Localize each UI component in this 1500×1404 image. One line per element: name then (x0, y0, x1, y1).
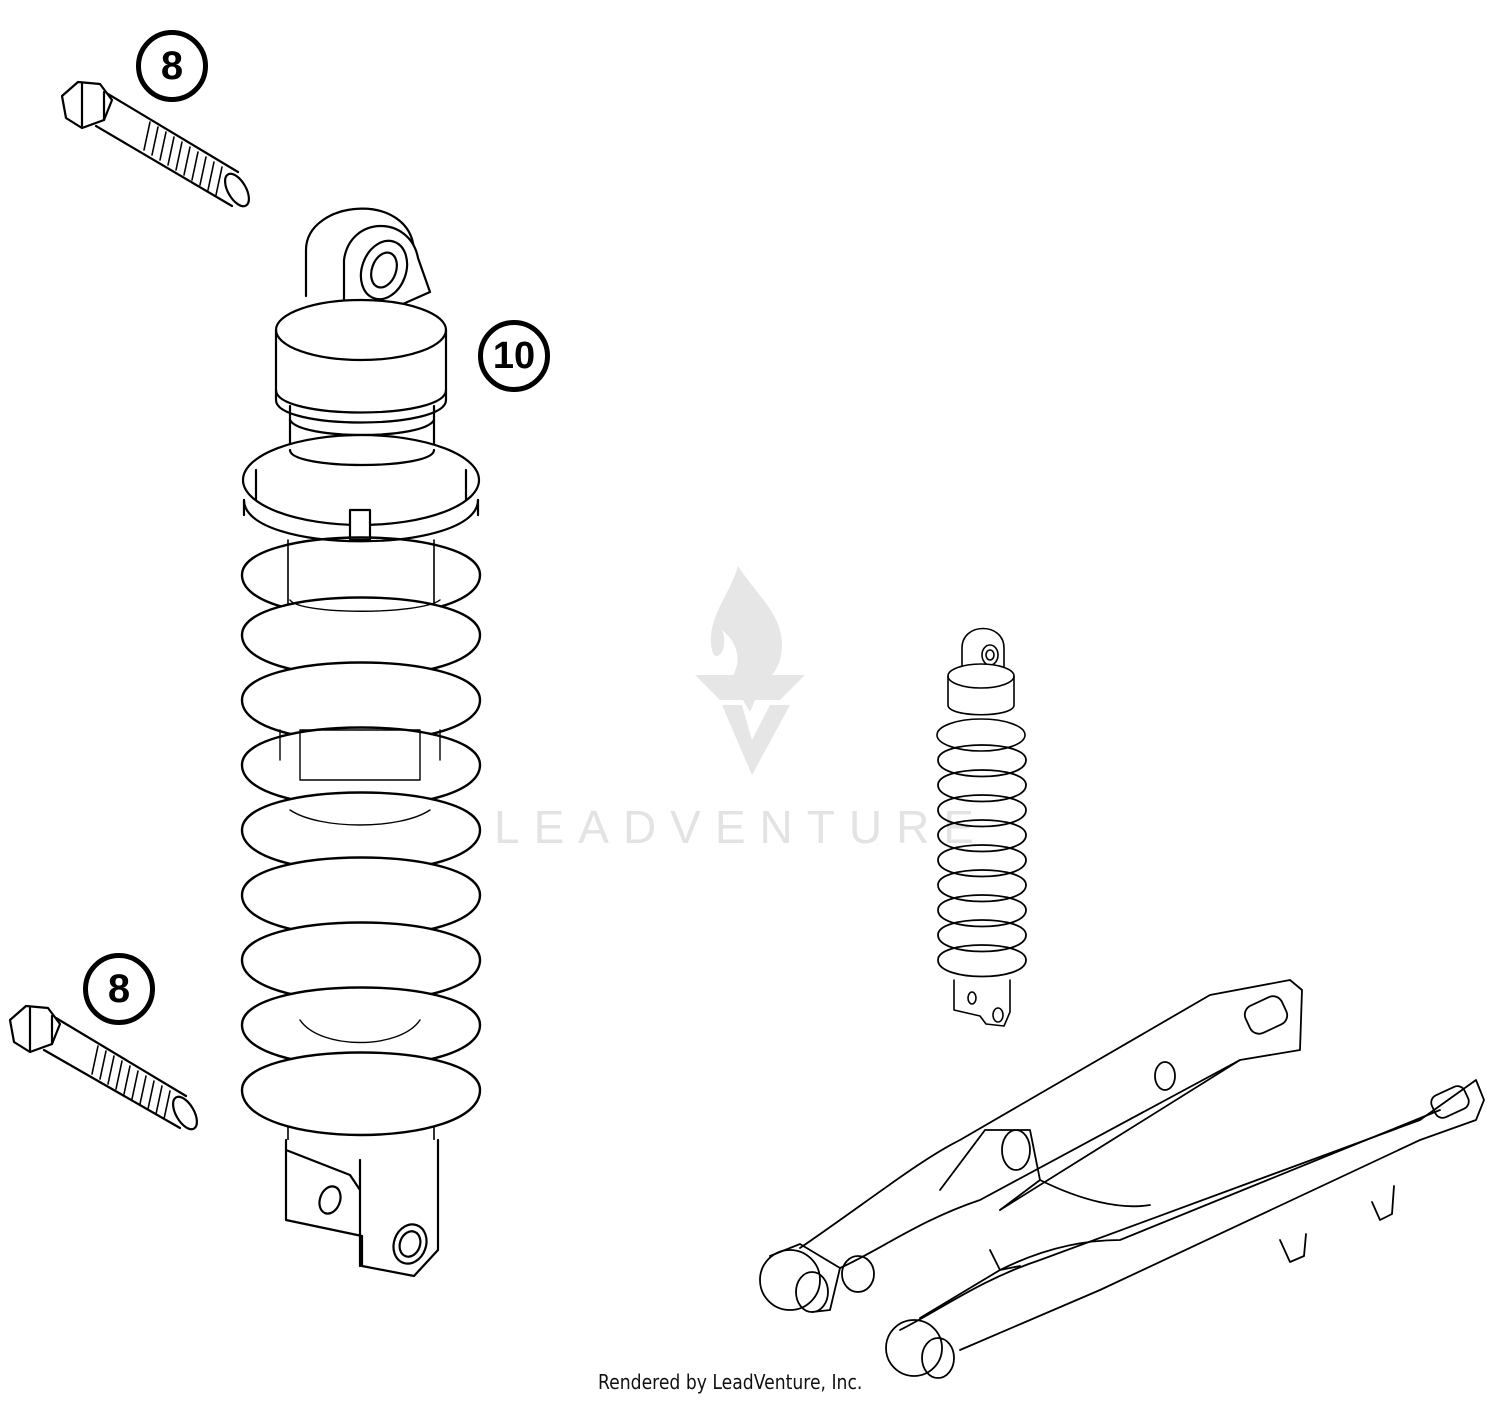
callout-label: 10 (492, 335, 536, 377)
watermark-text: LEADVENTURE (494, 801, 988, 853)
bolt-top-drawing (60, 80, 251, 208)
callout-label: 8 (107, 967, 131, 1011)
swingarm-drawing (759, 979, 1485, 1379)
callout-8-top[interactable]: 8 (136, 30, 208, 102)
callout-10[interactable]: 10 (478, 320, 550, 392)
shock-absorber-drawing (240, 207, 482, 1278)
flame-icon (710, 566, 782, 686)
bolt-bottom-drawing (8, 1004, 199, 1131)
reference-shock-drawing (936, 627, 1027, 1027)
render-credit: Rendered by LeadVenture, Inc. (598, 1370, 863, 1394)
callout-label: 8 (160, 44, 184, 88)
callout-8-bottom[interactable]: 8 (83, 953, 155, 1025)
v-logo-icon (695, 675, 805, 775)
